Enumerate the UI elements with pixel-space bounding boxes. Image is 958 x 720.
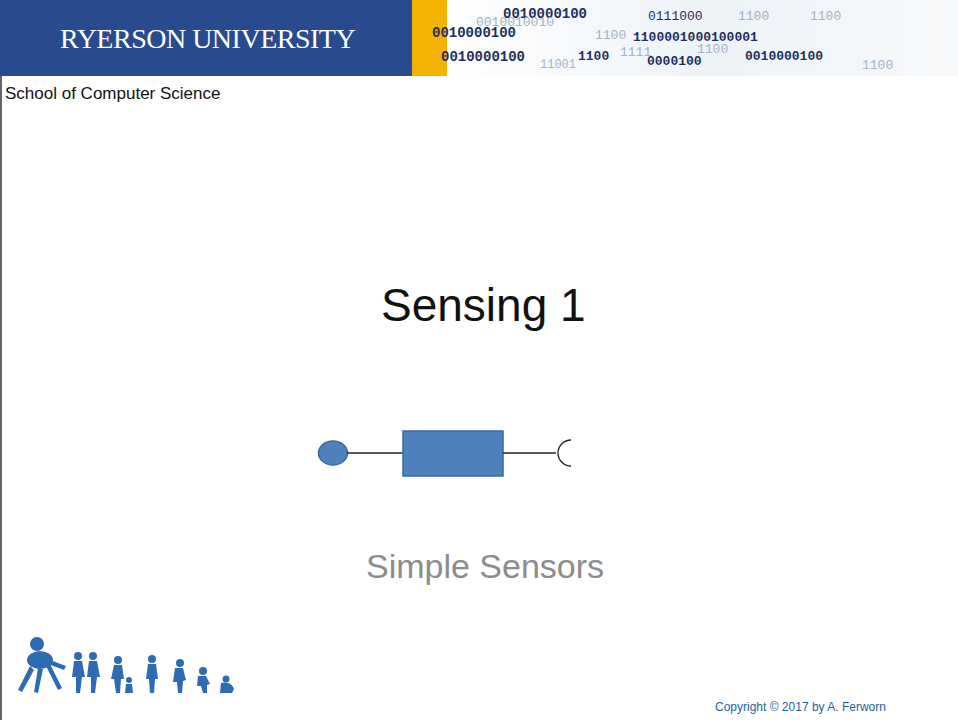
binary-digits: 11001 xyxy=(540,59,576,72)
school-name: School of Computer Science xyxy=(5,85,220,104)
binary-digits: 1100001000100001 xyxy=(633,31,758,45)
slide-border xyxy=(0,76,2,720)
sensor-body xyxy=(403,431,503,476)
binary-digits: 1100 xyxy=(595,29,626,43)
binary-digits: 1100 xyxy=(738,10,769,24)
robot-figure xyxy=(18,637,66,693)
sensor-wire xyxy=(347,452,403,453)
binary-digits: 0010000100 xyxy=(432,26,516,41)
evolution-figures xyxy=(18,637,234,693)
sensor-socket xyxy=(558,440,571,466)
university-name: RYERSON UNIVERSITY xyxy=(60,24,355,55)
binary-digits: 1111 xyxy=(620,46,651,60)
copyright-note: Copyright © 2017 by A. Ferworn xyxy=(715,701,886,714)
header-blue-bar xyxy=(0,0,412,76)
binary-digits: 1100 xyxy=(697,43,728,57)
binary-digits: 1100 xyxy=(862,59,893,73)
sensor-symbol xyxy=(319,431,572,476)
binary-digits: 0000100 xyxy=(647,55,702,69)
binary-digits: 0111000 xyxy=(648,10,703,24)
sensor-probe xyxy=(319,441,348,465)
human-figure xyxy=(72,652,234,693)
slide-title: Sensing 1 xyxy=(381,278,586,332)
binary-digits: 1100 xyxy=(810,10,841,24)
binary-digits: 1100 xyxy=(578,50,609,64)
sensor-wire xyxy=(503,452,556,453)
slide-subtitle: Simple Sensors xyxy=(366,548,604,585)
binary-digits: 0010000100 xyxy=(745,50,823,64)
binary-digits: 0010000100 xyxy=(441,50,525,65)
